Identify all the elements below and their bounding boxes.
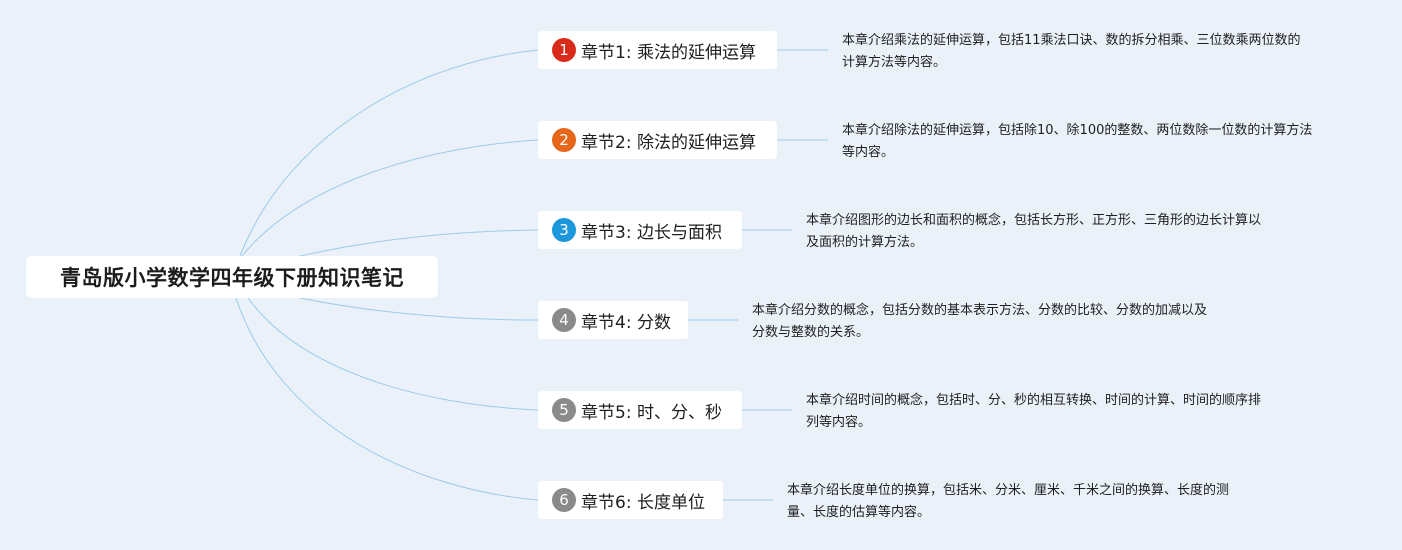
branch-line-5 (247, 297, 539, 411)
chapter-desc-5-line-1: 本章介绍时间的概念，包括时、分、秒的相互转换、时间的计算、时间的顺序排 (806, 393, 1262, 408)
chapter-desc-6: 本章介绍长度单位的换算，包括米、分米、厘米、千米之间的换算、长度的测 量、长度的… (787, 480, 1229, 524)
chapter-desc-6-line-2: 量、长度的估算等内容。 (787, 505, 931, 520)
chapter-label-6: 章节6: 长度单位 (581, 492, 705, 513)
chapter-desc-5: 本章介绍时间的概念，包括时、分、秒的相互转换、时间的计算、时间的顺序排 列等内容… (806, 390, 1261, 434)
chapter-label-2: 章节2: 除法的延伸运算 (581, 132, 756, 153)
root-title: 青岛版小学数学四年级下册知识笔记 (60, 266, 404, 290)
branch-line-3 (299, 229, 539, 257)
chapter-desc-2: 本章介绍除法的延伸运算，包括除10、除100的整数、两位数除一位数的计算方法 等… (842, 120, 1312, 164)
root-node[interactable]: 青岛版小学数学四年级下册知识笔记 (26, 256, 438, 298)
chapter-node-2[interactable]: 2 章节2: 除法的延伸运算 (538, 121, 777, 159)
chapter-desc-4-line-2: 分数与整数的关系。 (752, 325, 870, 340)
branch-line-6 (235, 297, 539, 501)
chapter-node-3[interactable]: 3 章节3: 边长与面积 (538, 211, 742, 249)
chapter-desc-1: 本章介绍乘法的延伸运算，包括11乘法口诀、数的拆分相乘、三位数乘两位数的 计算方… (842, 30, 1301, 74)
chapter-desc-3-line-1: 本章介绍图形的边长和面积的概念，包括长方形、正方形、三角形的边长计算以 (806, 213, 1262, 228)
chapter-label-1: 章节1: 乘法的延伸运算 (581, 42, 756, 63)
chapter-node-6[interactable]: 6 章节6: 长度单位 (538, 481, 723, 519)
chapter-desc-2-line-2: 等内容。 (842, 145, 895, 160)
chapter-node-1[interactable]: 1 章节1: 乘法的延伸运算 (538, 31, 777, 69)
number-badge-2: 2 (552, 128, 576, 152)
chapter-node-5[interactable]: 5 章节5: 时、分、秒 (538, 391, 742, 429)
number-badge-4: 4 (552, 308, 576, 332)
branch-line-1 (239, 49, 539, 257)
number-badge-3: 3 (552, 218, 576, 242)
chapter-desc-6-line-1: 本章介绍长度单位的换算，包括米、分米、厘米、千米之间的换算、长度的测 (787, 483, 1230, 498)
number-badge-1: 1 (552, 38, 576, 62)
chapter-desc-1-line-2: 计算方法等内容。 (842, 55, 947, 70)
chapter-desc-4-line-1: 本章介绍分数的概念，包括分数的基本表示方法、分数的比较、分数的加减以及 (752, 303, 1208, 318)
branch-line-4 (299, 297, 539, 321)
branch-line-2 (241, 139, 539, 257)
chapter-desc-3: 本章介绍图形的边长和面积的概念，包括长方形、正方形、三角形的边长计算以 及面积的… (806, 210, 1261, 254)
chapter-desc-3-line-2: 及面积的计算方法。 (806, 235, 924, 250)
chapter-node-4[interactable]: 4 章节4: 分数 (538, 301, 688, 339)
chapter-desc-1-line-1: 本章介绍乘法的延伸运算，包括11乘法口诀、数的拆分相乘、三位数乘两位数的 (842, 33, 1301, 48)
number-badge-6: 6 (552, 488, 576, 512)
chapter-desc-4: 本章介绍分数的概念，包括分数的基本表示方法、分数的比较、分数的加减以及 分数与整… (752, 300, 1207, 344)
chapter-label-3: 章节3: 边长与面积 (581, 222, 722, 243)
chapter-desc-2-line-1: 本章介绍除法的延伸运算，包括除10、除100的整数、两位数除一位数的计算方法 (842, 123, 1313, 138)
chapter-label-4: 章节4: 分数 (581, 312, 671, 333)
chapter-label-5: 章节5: 时、分、秒 (581, 402, 722, 423)
chapter-desc-5-line-2: 列等内容。 (806, 415, 872, 430)
number-badge-5: 5 (552, 398, 576, 422)
